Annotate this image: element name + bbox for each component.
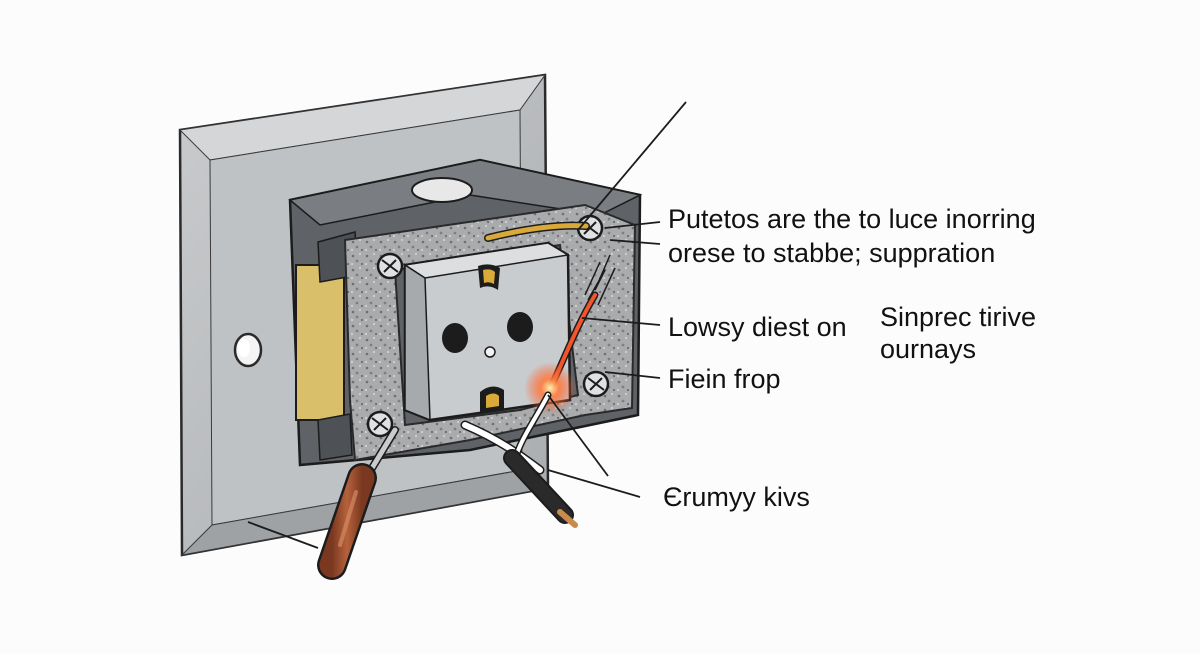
- callout-3-line-1: Sinprec tirive: [880, 302, 1037, 332]
- cable: [460, 391, 578, 528]
- screw-icon: [582, 370, 610, 398]
- callout-4: Fiein frop: [668, 364, 781, 394]
- screw-icon: [366, 410, 394, 438]
- callout-1-line-2: orese to stabbe; suppration: [668, 238, 996, 268]
- spark-icon: [524, 362, 576, 414]
- insulation-block: [295, 264, 345, 421]
- screw-icon: [376, 252, 404, 280]
- knockout-hole: [411, 177, 473, 203]
- screwdriver-icon: [317, 426, 399, 580]
- callout-3-line-2: ournays: [880, 334, 977, 364]
- leader-lines: [247, 101, 687, 549]
- frayed-wire: [584, 254, 616, 306]
- callout-1-line-1: Putetos are the to luce inorring: [668, 204, 1036, 234]
- callout-5: Єrumyy kivs: [663, 482, 810, 512]
- prong-hole-left: [442, 323, 468, 353]
- prong-hole-right: [507, 312, 533, 342]
- callout-2: Lowsy diest on: [668, 312, 847, 342]
